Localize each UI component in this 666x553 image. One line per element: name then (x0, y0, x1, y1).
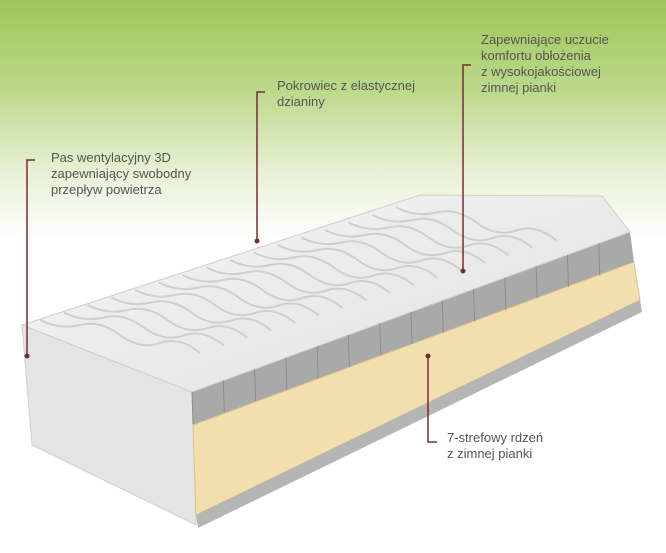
zone-groove (441, 300, 444, 333)
quilting-pattern (39, 206, 557, 354)
quilting-wave (324, 229, 486, 264)
callout-text: komfortu obłożenia (481, 48, 591, 63)
callout-text: zimnej pianki (481, 80, 557, 95)
zone-groove (285, 357, 288, 390)
zone-groove (410, 311, 413, 345)
callout-comfort: Zapewniające uczucie komfortu obłożenia … (481, 32, 609, 96)
callout-text: zapewniający swobodny (51, 166, 192, 181)
quilting-wave (205, 266, 367, 302)
quilting-wave (395, 206, 557, 242)
quilting-wave (253, 251, 415, 287)
callout-dot-cover (254, 238, 260, 244)
callout-ventilation: Pas wentylacyjny 3D zapewniający swobodn… (51, 150, 191, 198)
zone-groove (347, 334, 350, 367)
callout-text: dzianiny (277, 94, 325, 109)
zone-groove (504, 277, 507, 310)
zone-groove (254, 369, 257, 402)
zone-groove (316, 346, 319, 379)
quilting-wave (110, 296, 272, 332)
callout-dot-ventilation (24, 353, 30, 359)
quilting-wave (229, 259, 391, 294)
quilting-wave (158, 281, 320, 317)
quilting-wave (63, 311, 225, 347)
callout-text: Pokrowiec z elastycznej (277, 78, 415, 93)
callout-text: z zimnej pianki (447, 446, 533, 461)
callout-dot-comfort (460, 268, 466, 274)
zone-groove (379, 323, 382, 356)
quilting-wave (87, 304, 249, 339)
callout-dot-core (425, 353, 431, 359)
zone-grooves (191, 243, 601, 425)
zone-groove (598, 243, 601, 276)
quilting-wave (372, 214, 534, 249)
zone-groove (222, 380, 225, 413)
callout-line-comfort (462, 64, 471, 270)
zone-groove (191, 391, 194, 425)
callout-line-cover (256, 91, 265, 240)
callout-line-ventilation (26, 159, 35, 355)
gray-foam-layer (192, 232, 634, 425)
quilting-wave (348, 221, 510, 257)
callout-text: przepływ powietrza (51, 182, 162, 197)
callout-text: 7-strefowy rdzeń (447, 430, 544, 445)
callout-cover: Pokrowiec z elastycznej dzianiny (277, 78, 415, 110)
quilting-wave (277, 244, 439, 279)
zone-groove (535, 266, 538, 299)
callout-text: Zapewniające uczucie (481, 32, 609, 47)
zone-groove (473, 289, 476, 322)
callout-text: z wysokojakościowej (481, 64, 601, 79)
quilting-wave (39, 319, 201, 354)
callout-line-core (427, 356, 437, 443)
quilting-wave (182, 274, 344, 309)
quilting-wave (134, 289, 296, 324)
zone-groove (566, 254, 569, 287)
callout-text: Pas wentylacyjny 3D (51, 150, 171, 165)
quilting-wave (300, 236, 462, 272)
callout-core: 7-strefowy rdzeń z zimnej pianki (447, 430, 543, 462)
bottom-layer (196, 300, 642, 528)
